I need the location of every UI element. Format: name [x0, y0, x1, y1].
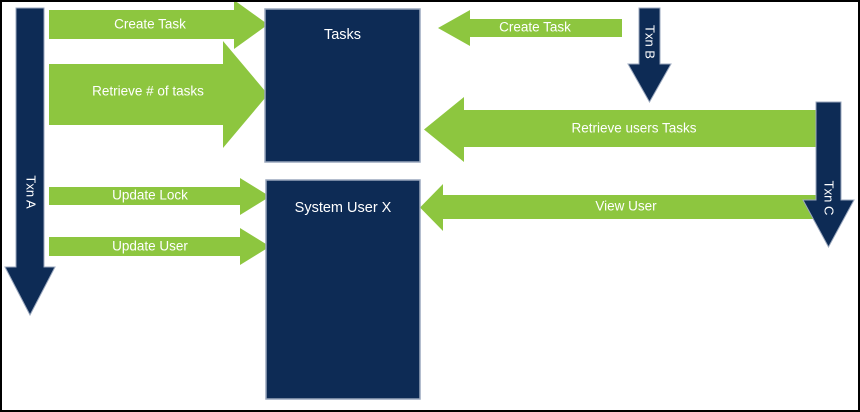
arrow-shape [627, 7, 672, 104]
message-arrow-update-user[interactable]: Update User [49, 228, 270, 265]
message-label: View User [595, 199, 657, 214]
arrow-shape [424, 97, 816, 162]
node-system-user-x[interactable]: System User X [265, 179, 421, 400]
message-arrow-view-user[interactable]: View User [420, 184, 816, 231]
message-arrow-retrieve-users-tasks[interactable]: Retrieve users Tasks [424, 97, 816, 162]
message-label: Retrieve # of tasks [92, 84, 204, 99]
arrow-shape [4, 7, 56, 317]
node-box [265, 179, 421, 400]
transaction-label: Txn C [822, 181, 837, 216]
node-label: System User X [295, 200, 392, 216]
message-arrow-update-lock[interactable]: Update Lock [49, 178, 270, 215]
node-box [264, 8, 421, 163]
arrow-shape [802, 101, 855, 249]
message-label: Create Task [499, 20, 571, 35]
arrow-shape [438, 10, 622, 46]
message-arrow-create-task-right-to-left[interactable]: Create Task [438, 10, 622, 46]
transaction-label: Txn B [643, 25, 658, 59]
transaction-arrow-txn-a[interactable]: Txn A [4, 7, 56, 317]
message-label: Update Lock [112, 188, 188, 203]
arrow-shape [49, 178, 270, 215]
transaction-arrow-txn-c[interactable]: Txn C [802, 101, 855, 249]
transaction-arrow-txn-b[interactable]: Txn B [627, 7, 672, 104]
arrow-shape [420, 184, 816, 231]
message-arrow-retrieve-number-of-tasks[interactable]: Retrieve # of tasks [49, 41, 268, 148]
arrow-shape [49, 228, 270, 265]
arrow-shape [49, 2, 268, 49]
message-arrow-create-task-left-to-right[interactable]: Create Task [49, 2, 268, 49]
message-label: Update User [112, 239, 188, 254]
node-tasks[interactable]: Tasks [264, 8, 421, 163]
message-label: Retrieve users Tasks [571, 121, 696, 136]
transaction-label: Txn A [24, 175, 39, 209]
arrow-shape [49, 41, 268, 148]
node-label: Tasks [324, 27, 361, 43]
message-label: Create Task [114, 17, 186, 32]
